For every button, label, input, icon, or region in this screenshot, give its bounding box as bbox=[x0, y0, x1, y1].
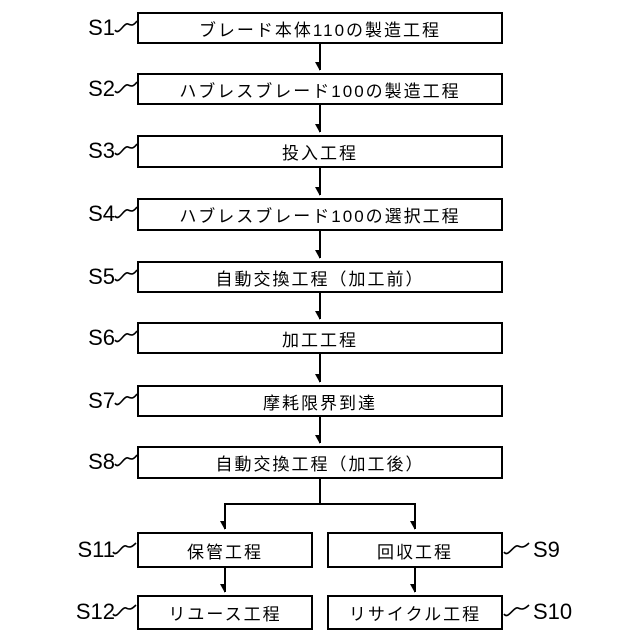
process-box-s9-text: 回収工程 bbox=[377, 542, 453, 562]
process-box-s1: ブレード本体110の製造工程 bbox=[137, 12, 503, 44]
process-box-s11-text: 保管工程 bbox=[187, 542, 263, 562]
process-box-s3: 投入工程 bbox=[137, 135, 503, 168]
process-box-s12: リユース工程 bbox=[137, 595, 313, 630]
connector-squiggle-s1 bbox=[114, 20, 138, 33]
process-box-s5: 自動交換工程（加工前） bbox=[137, 261, 503, 293]
process-box-s3-text: 投入工程 bbox=[282, 144, 358, 163]
step-ref-s12: S12 bbox=[75, 599, 115, 624]
process-box-s6: 加工工程 bbox=[137, 322, 503, 354]
connector-squiggle-s10 bbox=[503, 604, 530, 617]
connector-squiggle-s4 bbox=[114, 206, 138, 219]
branch-stem-line bbox=[225, 479, 415, 505]
step-ref-s7: S7 bbox=[88, 388, 115, 413]
process-box-s11: 保管工程 bbox=[137, 532, 313, 568]
connector-squiggle-s8 bbox=[114, 454, 138, 467]
step-ref-s11: S11 bbox=[77, 537, 115, 562]
connector-squiggle-s12 bbox=[112, 604, 137, 617]
process-box-s8: 自動交換工程（加工後） bbox=[137, 446, 503, 479]
process-box-s1-text: ブレード本体110の製造工程 bbox=[198, 20, 442, 40]
connector-squiggle-s3 bbox=[114, 143, 138, 156]
connector-squiggle-s9 bbox=[503, 542, 530, 555]
process-box-s4: ハブレスブレード100の選択工程 bbox=[137, 198, 503, 231]
step-ref-s10: S10 bbox=[533, 599, 573, 624]
step-ref-s4: S4 bbox=[88, 201, 115, 226]
process-box-s5-text: 自動交換工程（加工前） bbox=[215, 269, 425, 289]
process-box-s2-text: ハブレスブレード100の製造工程 bbox=[179, 81, 461, 101]
step-ref-s2: S2 bbox=[88, 76, 115, 101]
process-box-s10: リサイクル工程 bbox=[327, 595, 503, 630]
process-box-s2: ハブレスブレード100の製造工程 bbox=[137, 73, 503, 105]
step-ref-s8: S8 bbox=[88, 449, 115, 474]
process-box-s4-text: ハブレスブレード100の選択工程 bbox=[179, 207, 461, 226]
process-box-s9: 回収工程 bbox=[327, 532, 503, 568]
step-ref-s9: S9 bbox=[533, 537, 560, 562]
step-ref-s1: S1 bbox=[88, 15, 115, 40]
connector-squiggle-s2 bbox=[114, 81, 138, 94]
step-ref-s3: S3 bbox=[88, 138, 115, 163]
process-box-s8-text: 自動交換工程（加工後） bbox=[215, 455, 425, 474]
connector-squiggle-s11 bbox=[112, 542, 137, 555]
process-box-s10-text: リサイクル工程 bbox=[348, 605, 482, 624]
process-box-s7-text: 摩耗限界到達 bbox=[263, 393, 377, 413]
connector-squiggle-s7 bbox=[114, 393, 138, 406]
process-box-s7: 摩耗限界到達 bbox=[137, 385, 503, 417]
step-ref-s6: S6 bbox=[88, 325, 115, 350]
process-box-s6-text: 加工工程 bbox=[282, 330, 358, 350]
connector-squiggle-s6 bbox=[114, 330, 138, 343]
step-ref-s5: S5 bbox=[88, 264, 115, 289]
process-box-s12-text: リユース工程 bbox=[168, 605, 282, 624]
connector-squiggle-s5 bbox=[114, 269, 138, 282]
